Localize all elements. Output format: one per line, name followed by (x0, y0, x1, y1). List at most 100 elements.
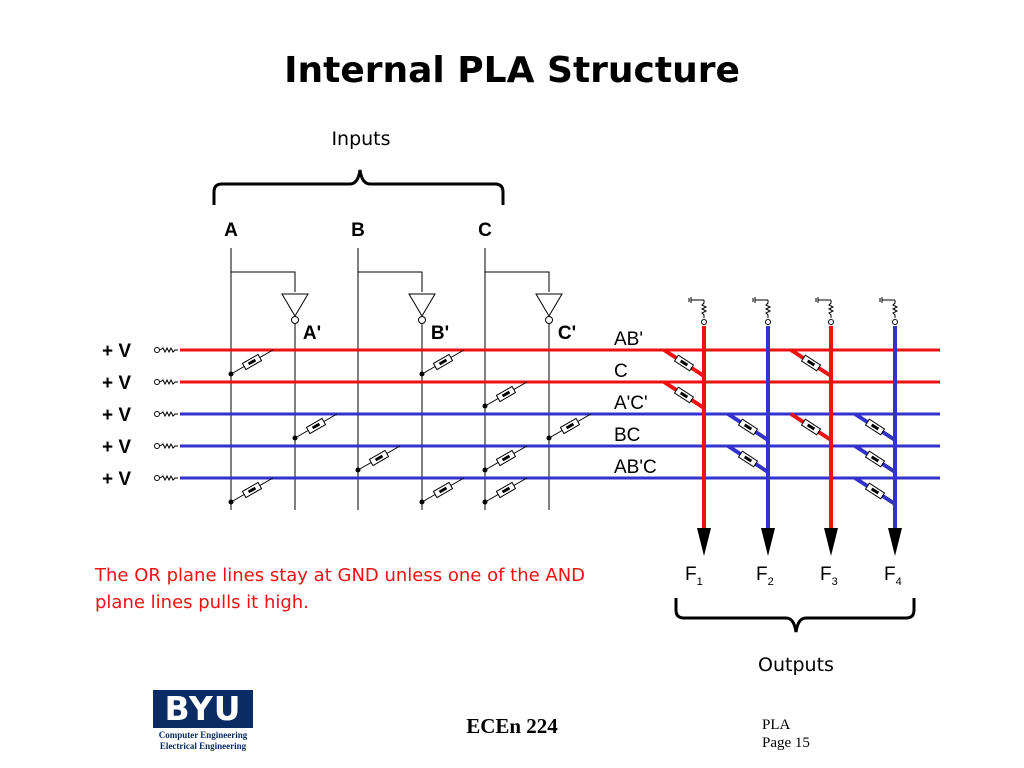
input-label-b: B (351, 220, 365, 241)
or-fuse-core-icon (870, 455, 880, 463)
output-subscript: 1 (697, 576, 703, 588)
pulldown-resistor-icon (700, 300, 708, 318)
outputs-label: Outputs (758, 654, 834, 676)
logo-word: BYU (164, 689, 242, 728)
fuse-core-icon (374, 454, 384, 462)
fuse-core-icon (311, 422, 321, 430)
outputs-brace (674, 598, 916, 633)
term-label-4: BC (614, 425, 640, 446)
output-terminal (765, 319, 771, 325)
output-label-f3: F3 (820, 564, 838, 588)
term-label-2: C (614, 361, 628, 382)
fuse-core-icon (438, 486, 448, 494)
pulldown-resistor-icon (764, 300, 772, 318)
pulldown-resistor-icon (827, 300, 835, 318)
inverter-branch (485, 271, 550, 292)
supply-label-4: + V (102, 437, 131, 458)
course-name: ECEn 224 (466, 714, 558, 738)
inputs-brace (212, 169, 505, 205)
or-fuse-core-icon (743, 423, 753, 431)
output-letter: F (820, 564, 832, 585)
input-label-a: A (224, 220, 238, 241)
or-fuse-core-icon (743, 455, 753, 463)
pla-diagram: Inputs A B C A' B' C' + V + V + V + V + … (102, 128, 940, 676)
output-subscript: 3 (832, 576, 838, 588)
fuse-core-icon (501, 486, 511, 494)
fuse-core-icon (438, 358, 448, 366)
page-number: Page 15 (762, 735, 810, 751)
supply-label-3: + V (102, 405, 131, 426)
slide-title: Internal PLA Structure (284, 50, 740, 91)
fuse-node (228, 499, 234, 505)
inverter-branch (358, 271, 423, 292)
or-fuse-core-icon (679, 391, 689, 399)
pullup-resistor-icon (159, 442, 178, 450)
output-terminal (828, 319, 834, 325)
output-label-f4: F4 (884, 564, 902, 588)
pullup-resistor-icon (159, 410, 178, 418)
output-letter: F (685, 564, 697, 585)
output-subscript: 4 (896, 576, 902, 588)
inverter-bubble (418, 316, 426, 324)
output-subscript: 2 (768, 576, 774, 588)
inverter-gate (281, 293, 309, 317)
or-fuse-core-icon (870, 487, 880, 495)
term-label-5: AB'C (614, 457, 657, 478)
logo-line-1: Computer Engineering (158, 730, 248, 740)
fuse-node (482, 499, 488, 505)
fuse-node (355, 467, 361, 473)
fuse-node (419, 371, 425, 377)
note-text: The OR plane lines stay at GND unless on… (95, 565, 586, 613)
inverted-label-c: C' (558, 323, 576, 344)
term-label-3: A'C' (614, 393, 648, 414)
fuse-node (482, 403, 488, 409)
inverted-label-a: A' (303, 323, 321, 344)
output-label-f2: F2 (756, 564, 774, 588)
output-arrow-icon (824, 528, 838, 556)
fuse-node (228, 371, 234, 377)
pulldown-resistor-icon (891, 300, 899, 318)
inverted-label-b: B' (431, 323, 449, 344)
supply-label-2: + V (102, 373, 131, 394)
fuse-node (419, 499, 425, 505)
footer-topic: PLA (762, 717, 791, 733)
fuse-core-icon (501, 390, 511, 398)
output-terminal (701, 319, 707, 325)
supply-terminal (154, 347, 160, 353)
output-label-f1: F1 (685, 564, 703, 588)
inverter-bubble (291, 316, 299, 324)
term-label-1: AB' (614, 329, 643, 350)
logo-box (153, 690, 253, 728)
inputs-label: Inputs (331, 128, 390, 150)
input-label-c: C (478, 220, 492, 241)
fuse-node (546, 435, 552, 441)
or-fuse-core-icon (806, 423, 816, 431)
fuse-core-icon (501, 454, 511, 462)
pullup-resistor-icon (159, 474, 178, 482)
inverter-branch (231, 271, 296, 292)
or-fuse-core-icon (806, 359, 816, 367)
or-fuse-core-icon (679, 359, 689, 367)
output-arrow-icon (888, 528, 902, 556)
output-arrow-icon (761, 528, 775, 556)
pullup-resistor-icon (159, 346, 178, 354)
fuse-core-icon (247, 486, 257, 494)
logo-line-2: Electrical Engineering (159, 741, 247, 751)
supply-label-1: + V (102, 341, 131, 362)
supply-terminal (154, 411, 160, 417)
inverter-bubble (545, 316, 553, 324)
fuse-core-icon (565, 422, 575, 430)
supply-terminal (154, 475, 160, 481)
fuse-node (292, 435, 298, 441)
inverter-gate (535, 293, 563, 317)
inverter-gate (408, 293, 436, 317)
circuit (154, 248, 940, 556)
fuse-core-icon (247, 358, 257, 366)
supply-terminal (154, 443, 160, 449)
supply-label-5: + V (102, 469, 131, 490)
byu-logo: BYU Computer Engineering Electrical Engi… (153, 690, 253, 752)
pullup-resistor-icon (159, 378, 178, 386)
output-letter: F (884, 564, 896, 585)
output-letter: F (756, 564, 768, 585)
